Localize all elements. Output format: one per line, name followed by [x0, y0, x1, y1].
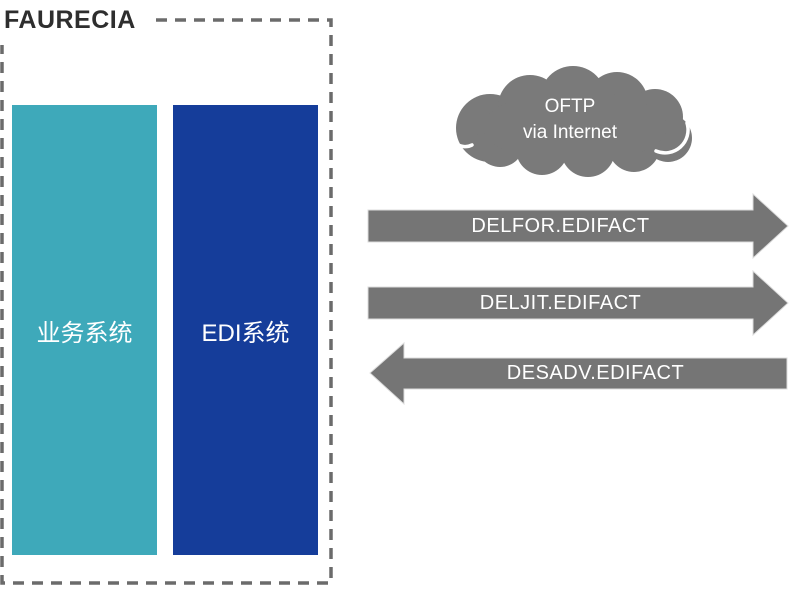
cloud-label-line1: OFTP	[544, 96, 596, 117]
arrow-label-desadv: DESADV.EDIFACT	[506, 362, 685, 384]
arrow-deljit-right	[367, 269, 789, 337]
edi-system-box	[173, 105, 318, 555]
company-logo-text: FAURECIA	[4, 6, 136, 34]
cloud-icon	[456, 66, 692, 177]
arrow-delfor-right	[367, 192, 789, 260]
edi-system-label: EDI系统	[201, 319, 290, 347]
cloud-notch-details	[448, 89, 695, 155]
cloud-label: OFTP via Internet	[440, 94, 700, 146]
message-arrows	[367, 192, 789, 406]
company-boundary-dashed-border	[0, 18, 333, 585]
business-system-label: 业务系统	[36, 319, 133, 347]
arrow-label-deljit: DELJIT.EDIFACT	[479, 291, 642, 314]
cloud-label-line2: via Internet	[523, 122, 617, 143]
arrow-label-delfor: DELFOR.EDIFACT	[471, 214, 650, 237]
arrow-desadv-left	[369, 341, 788, 406]
business-system-box	[12, 105, 157, 555]
